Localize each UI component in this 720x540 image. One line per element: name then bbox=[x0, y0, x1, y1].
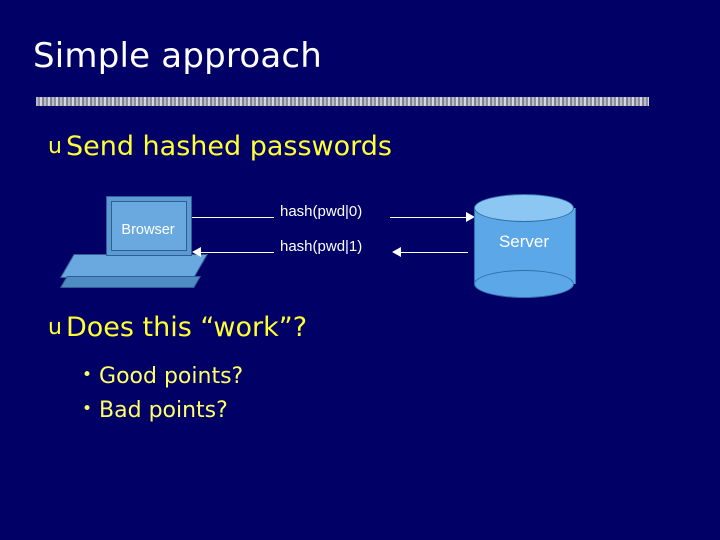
laptop-base-front bbox=[60, 276, 201, 288]
browser-label: Browser bbox=[121, 222, 175, 238]
page-title: Simple approach bbox=[33, 36, 323, 76]
server-cylinder-bottom bbox=[474, 270, 574, 298]
message-label-2: hash(pwd|1) bbox=[280, 238, 363, 255]
title-divider bbox=[36, 97, 649, 106]
message-arrow-1-line-b bbox=[390, 217, 468, 218]
bullet-marker-icon: u bbox=[48, 315, 62, 340]
subbullet-good-points: • Good points? bbox=[82, 364, 243, 389]
message-arrow-2-line-b bbox=[400, 252, 468, 253]
laptop-base bbox=[60, 254, 208, 278]
browser-device: Browser bbox=[60, 196, 250, 306]
server-label: Server bbox=[498, 232, 550, 251]
bullet-text: Does this “work”? bbox=[65, 312, 308, 343]
message-label-1: hash(pwd|0) bbox=[280, 203, 363, 220]
message-arrow-2-head-icon-b bbox=[392, 247, 401, 257]
bullet-text: Send hashed passwords bbox=[65, 131, 392, 162]
subbullet-bad-points: • Bad points? bbox=[82, 398, 228, 423]
subbullet-text: Bad points? bbox=[99, 398, 228, 423]
server-cylinder-top bbox=[474, 194, 574, 222]
message-arrow-2-line bbox=[200, 252, 274, 253]
message-arrow-1-head-icon bbox=[466, 212, 475, 222]
laptop-screen bbox=[106, 196, 192, 256]
subbullet-text: Good points? bbox=[99, 364, 244, 389]
message-arrow-2-head-icon bbox=[192, 247, 201, 257]
laptop-screen-inner bbox=[111, 201, 187, 251]
dot-marker-icon: • bbox=[82, 365, 93, 385]
server-device: Server bbox=[474, 194, 576, 298]
dot-marker-icon: • bbox=[82, 399, 93, 419]
bullet-marker-icon: u bbox=[48, 134, 62, 159]
message-arrow-1-line bbox=[192, 217, 274, 218]
